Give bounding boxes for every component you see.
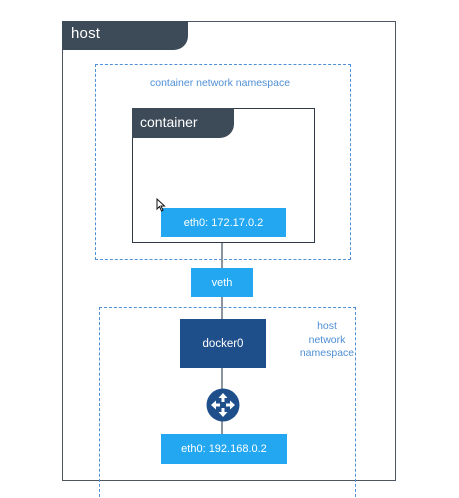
host-tab <box>62 21 188 50</box>
host-label: host <box>71 25 101 42</box>
container-network-namespace-label: container network namespace <box>150 77 291 89</box>
veth-pair: veth <box>191 268 253 297</box>
docker0-bridge: docker0 <box>180 319 266 368</box>
mouse-cursor-icon <box>155 197 167 212</box>
host-eth0-interface: eth0: 192.168.0.2 <box>161 434 287 464</box>
host-network-namespace-label: host network namespace <box>299 320 355 359</box>
host-network-namespace-box <box>99 307 356 497</box>
container-tab <box>132 108 234 138</box>
container-label: container <box>140 114 198 130</box>
router-icon <box>206 388 240 422</box>
container-eth0-interface: eth0: 172.17.0.2 <box>161 208 286 237</box>
container-network-namespace-box <box>95 64 351 260</box>
